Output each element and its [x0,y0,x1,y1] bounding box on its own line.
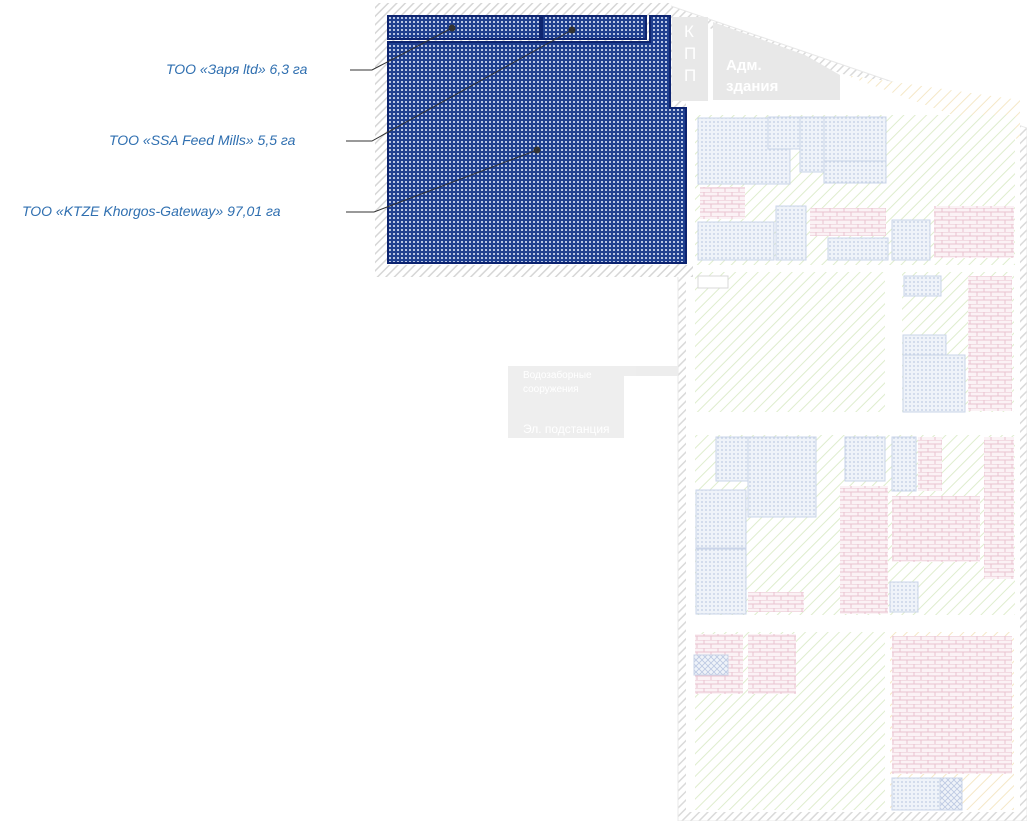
warehouse-3 [799,116,825,173]
warehouse-16 [695,548,747,615]
brick-bldg-7 [918,437,942,491]
brick-bldg-6 [840,486,888,614]
callout-ktze[interactable]: ТОО «KTZE Khorgos-Gateway» 97,01 га [22,203,281,219]
warehouse-7 [775,205,807,261]
callout-ssa[interactable]: ТОО «SSA Feed Mills» 5,5 га [109,132,296,148]
callout-zarya[interactable]: ТОО «Заря ltd» 6,3 га [166,61,308,77]
warehouse-21 [891,777,941,811]
utility-label: Водозаборные сооружения [523,369,592,397]
kpp-building [672,17,708,101]
warehouse-19 [889,581,919,613]
brick-bldg-3 [934,206,1014,258]
block-2-lawn [695,272,885,412]
utility-label-line2: сооружения [523,384,579,395]
utility-area [508,366,678,438]
brick-bldg-11 [748,634,796,694]
substation-label: Эл. подстанция [523,422,610,436]
leader-ssa [346,29,573,142]
warehouse-6 [697,221,775,261]
brick-bldg-12 [892,636,1012,774]
warehouse-20 [693,654,729,676]
warehouse-17 [844,436,886,482]
highlighted-plots [346,3,693,277]
brick-bldg-2 [810,208,886,236]
warehouse-22 [939,777,963,811]
warehouse-13 [715,436,749,482]
warehouse-12 [902,354,966,413]
warehouse-10 [903,275,942,297]
plot-fence-bottom [375,265,693,277]
kpp-label: К П П [684,21,696,87]
admin-label-line2: здания [726,78,779,95]
warehouse-11 [902,334,947,356]
warehouse-5 [823,160,887,184]
plot-fence-top [375,3,671,13]
leader-zarya [350,27,453,71]
marker-ssa [568,26,576,34]
utility-label-line1: Водозаборные [523,370,592,381]
warehouse-14 [747,436,817,518]
admin-buildings [713,22,840,100]
admin-label-line1: Адм. [726,57,762,74]
small-structure [697,275,729,289]
kpp-letter-3: П [684,66,697,85]
warehouse-8 [827,237,889,261]
brick-bldg-1 [700,187,745,219]
marker-zarya [448,24,456,32]
warehouse-9 [891,219,931,261]
faded-site [508,4,1027,821]
kpp-letter-1: К [684,22,694,41]
leader-ktze [346,149,538,213]
brick-bldg-4 [968,276,1012,411]
plot-ssa[interactable] [541,15,647,40]
warehouse-4 [823,116,887,162]
warehouse-2 [767,116,801,150]
plot-fence-left [375,3,387,277]
admin-label: Адм. здания [726,55,778,97]
kpp-letter-2: П [684,44,697,63]
plot-ktze[interactable] [387,15,687,264]
plot-zarya[interactable] [387,15,541,40]
brick-bldg-9 [984,437,1014,579]
brick-bldg-5 [748,592,804,612]
marker-ktze [533,146,541,154]
warehouse-18 [891,436,917,492]
brick-bldg-8 [892,496,980,562]
warehouse-15 [695,489,747,549]
